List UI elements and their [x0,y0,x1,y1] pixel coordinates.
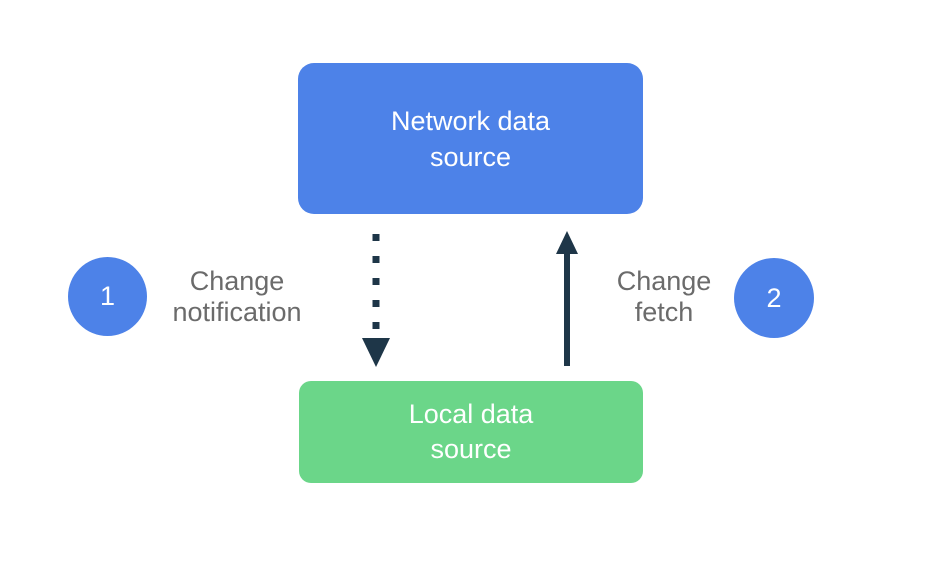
change-notification-arrowhead [362,338,390,367]
change-notification-arrow [362,234,390,367]
step-1-number: 1 [99,281,116,311]
network-data-source-box: Network data source [298,63,643,214]
change-fetch-arrowhead [556,231,578,254]
local-data-source-label: Local data source [408,399,534,464]
step-1-badge: 1 [68,257,147,336]
step-2-number: 2 [766,282,782,313]
step-2-badge: 2 [734,258,814,338]
step-2-label: Change fetch [616,266,712,327]
network-data-source-label: Network data source [390,105,551,172]
local-data-source-box: Local data source [299,381,643,483]
step-1-label: Change notification [172,266,302,327]
